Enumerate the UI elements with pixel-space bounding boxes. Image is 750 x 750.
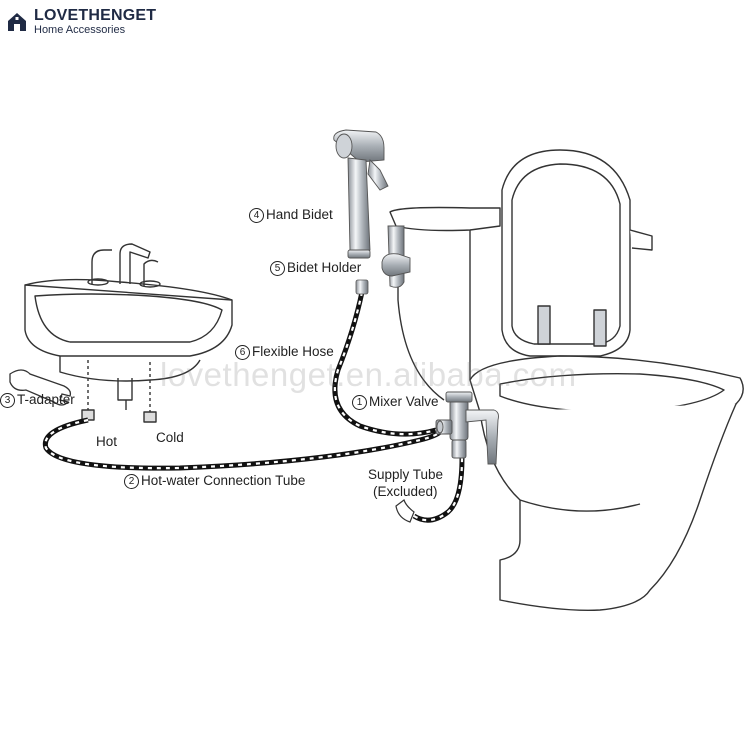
label-supply-excluded: (Excluded) [373, 484, 438, 499]
toilet-illustration [389, 149, 744, 611]
bidet-holder [381, 225, 411, 288]
part-name-hand-bidet: Hand Bidet [266, 207, 333, 222]
hand-bidet-sprayer [333, 129, 389, 259]
brand-logo: LOVETHENGET Home Accessories [6, 8, 156, 36]
wrench-icon [9, 369, 72, 406]
part-number-6: 6 [235, 345, 250, 360]
label-hot: Hot [96, 434, 118, 449]
sink-illustration [24, 243, 233, 423]
part-number-1: 1 [352, 395, 367, 410]
part-name-hot-water-tube: Hot-water Connection Tube [141, 473, 306, 488]
supply-tube [395, 457, 465, 523]
part-number-3: 3 [0, 393, 15, 408]
part-name-flexible-hose: Flexible Hose [252, 344, 334, 359]
house-logo-icon [8, 13, 26, 31]
part-number-4: 4 [249, 208, 264, 223]
part-number-5: 5 [270, 261, 285, 276]
part-number-2: 2 [124, 474, 139, 489]
label-cold: Cold [156, 430, 184, 445]
label-supply-tube: Supply Tube [368, 467, 444, 482]
part-name-bidet-holder: Bidet Holder [287, 260, 362, 275]
flexible-hose [332, 279, 437, 437]
part-name-t-adapter: T-adapter [17, 392, 75, 407]
part-name-mixer-valve: Mixer Valve [369, 394, 439, 409]
brand-subtitle: Home Accessories [34, 24, 126, 36]
brand-name: LOVETHENGET [34, 7, 157, 24]
mixer-valve [435, 391, 499, 465]
hot-water-connection-tube [42, 417, 442, 471]
watermark-text: lovethenget.en.alibaba.com [160, 356, 577, 393]
